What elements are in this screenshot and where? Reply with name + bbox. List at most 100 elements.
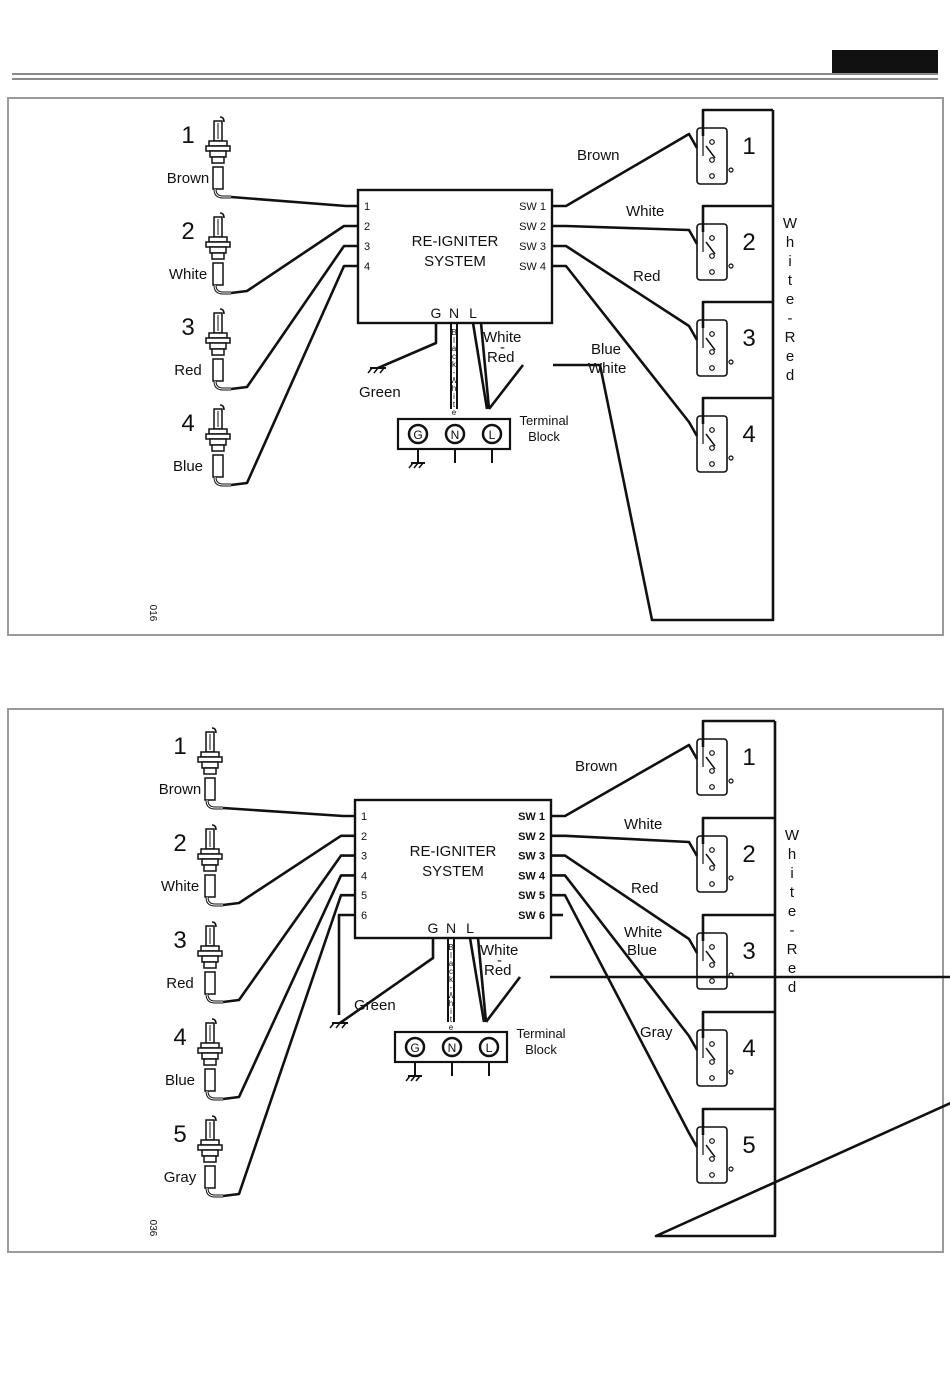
switch-contact xyxy=(709,331,715,337)
switch-contact xyxy=(709,461,715,467)
wire xyxy=(339,938,435,1025)
rail-label-char: t xyxy=(790,884,795,901)
plug-color-label: Brown xyxy=(167,170,210,187)
plug-boot xyxy=(212,454,224,478)
terminal-screw xyxy=(407,423,429,445)
wire xyxy=(701,1010,775,1038)
plug-electrode xyxy=(211,824,217,831)
plug-hex xyxy=(201,1149,219,1157)
wire xyxy=(230,264,358,487)
input-pin-label: 1 xyxy=(361,811,367,823)
bw-wire-label-char: c xyxy=(449,967,453,976)
spark-plug xyxy=(197,921,223,1004)
plug-hex xyxy=(201,858,219,866)
spark-plug xyxy=(205,212,231,295)
sw-pin-label: SW 4 xyxy=(518,870,546,882)
switch-body xyxy=(696,223,728,281)
terminal-label: G xyxy=(413,428,422,442)
gnl-label: L xyxy=(469,305,477,321)
gnl-label: G xyxy=(431,305,442,321)
ground-icon xyxy=(418,462,424,469)
spark-plug xyxy=(205,308,231,391)
plug-number: 1 xyxy=(181,122,194,149)
gnl-label: N xyxy=(449,305,459,321)
switch-body xyxy=(696,835,728,893)
plug-hex xyxy=(201,955,219,963)
switch-body xyxy=(696,1126,728,1184)
ground-icon xyxy=(415,1075,421,1082)
plug-electrode xyxy=(211,1018,217,1025)
terminal-screw xyxy=(441,1036,463,1058)
switch-lever xyxy=(705,853,716,867)
switch-contact xyxy=(709,978,715,984)
ground-icon xyxy=(413,462,419,469)
plug-boot xyxy=(204,971,216,995)
wire xyxy=(476,937,488,1023)
input-pin-label: 5 xyxy=(361,890,367,902)
switch-contact xyxy=(728,1166,734,1172)
switch-contact xyxy=(709,847,715,853)
switch-number: 4 xyxy=(742,421,755,448)
micro-switch xyxy=(696,1126,734,1184)
plug-thread xyxy=(211,444,225,452)
terminal-block-label: Terminal xyxy=(519,413,568,428)
plug-boot xyxy=(212,166,224,190)
wire xyxy=(468,937,486,1023)
micro-switch xyxy=(696,223,734,281)
plug-thread xyxy=(211,252,225,260)
input-pin-label: 3 xyxy=(361,851,367,863)
sw-pin-label: SW 1 xyxy=(518,811,545,823)
gnl-label: L xyxy=(466,920,474,936)
reigniter-box xyxy=(356,188,554,325)
wire-color-label: Blue xyxy=(627,942,657,959)
input-pin-label: 4 xyxy=(361,870,367,882)
white-red-label: Red xyxy=(484,962,512,979)
plug-electrode xyxy=(219,404,225,411)
wire xyxy=(551,893,699,1148)
terminal-screw xyxy=(444,423,466,445)
switch-contact xyxy=(709,427,715,433)
sw-pin-label: SW 4 xyxy=(519,261,546,273)
rail-label-char: d xyxy=(786,367,794,384)
wire xyxy=(701,108,773,136)
wire xyxy=(222,854,355,1004)
wire xyxy=(222,893,355,1198)
bw-wire-label-char: a xyxy=(449,959,454,968)
plug-thread xyxy=(203,961,217,969)
wire xyxy=(551,834,699,857)
switch-lever xyxy=(705,433,716,447)
switch-contact xyxy=(709,944,715,950)
rail-label-char: - xyxy=(790,922,795,939)
switch-contact xyxy=(709,173,715,179)
sw-pin-label: SW 2 xyxy=(518,831,545,843)
switch-number: 5 xyxy=(742,1132,755,1159)
plug-number: 3 xyxy=(173,927,186,954)
wire-color-label: Gray xyxy=(640,1024,673,1041)
bw-wire-label-char: W xyxy=(447,991,455,1000)
wire xyxy=(552,224,699,245)
switch-contact xyxy=(728,1069,734,1075)
plug-color-label: Blue xyxy=(173,458,203,475)
bw-wire-label-char: t xyxy=(450,1015,453,1024)
switch-contact xyxy=(709,768,715,774)
ground-icon xyxy=(410,1075,416,1082)
header-rule xyxy=(12,78,938,80)
plug-electrode xyxy=(219,116,225,123)
spark-plug xyxy=(205,404,231,487)
plug-boot xyxy=(204,777,216,801)
wire xyxy=(230,195,358,208)
switch-body xyxy=(696,127,728,185)
spark-plug xyxy=(197,824,223,907)
plug-color-label: Red xyxy=(174,362,202,379)
wire xyxy=(222,874,355,1101)
switch-body xyxy=(696,738,728,796)
switch-number: 1 xyxy=(742,133,755,160)
wire-color-label: Blue xyxy=(591,341,621,358)
micro-switch xyxy=(696,932,734,990)
switch-contact xyxy=(728,778,734,784)
switch-contact xyxy=(728,455,734,461)
bw-wire-label-char: a xyxy=(452,344,457,353)
gnl-label: G xyxy=(428,920,439,936)
bw-wire-label-char: B xyxy=(448,943,453,952)
switch-contact xyxy=(728,167,734,173)
